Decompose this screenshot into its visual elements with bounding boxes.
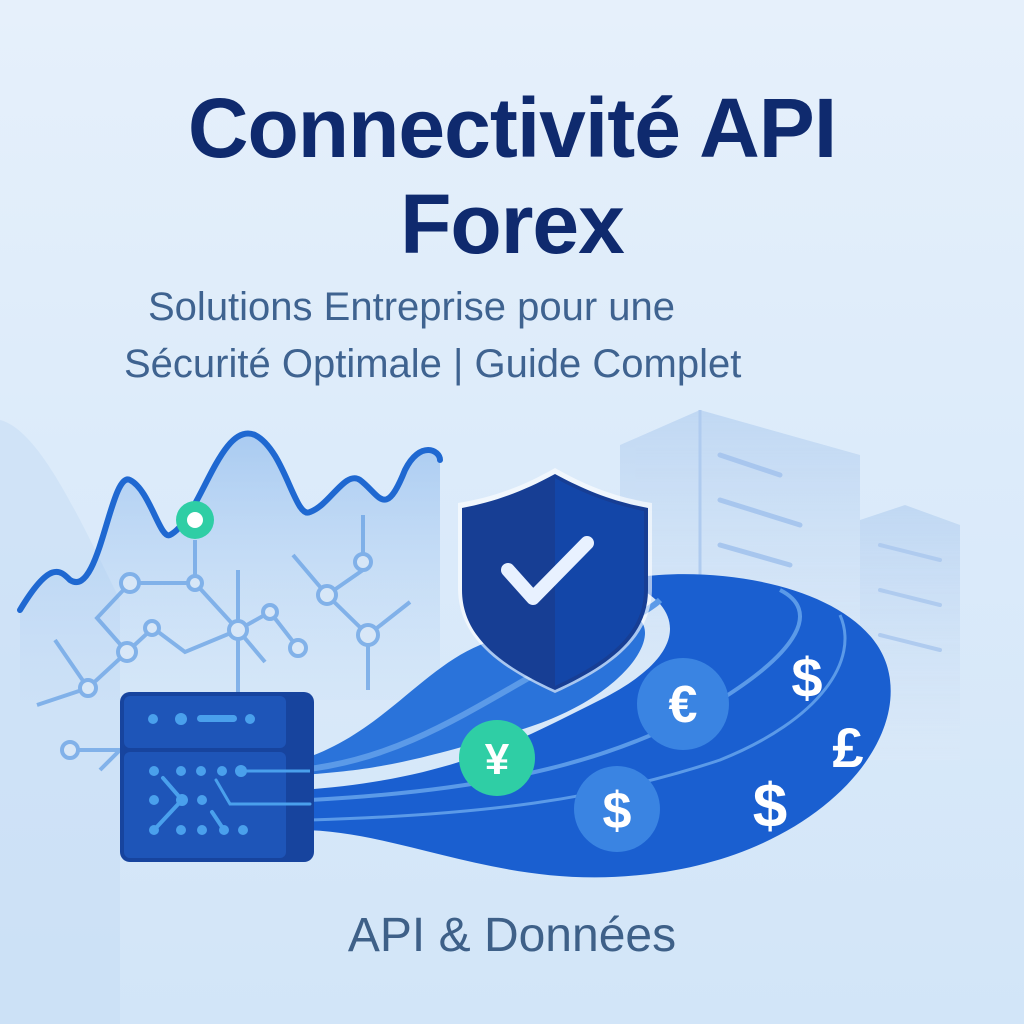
currency-yen-icon: ¥	[459, 720, 535, 796]
footer-label: API & Données	[347, 909, 677, 962]
line-chart-icon	[17, 430, 443, 700]
shield-check-icon	[458, 468, 652, 693]
currency-euro-icon: €	[637, 658, 729, 750]
subtitle-line-1: Solutions Entreprise pour une	[148, 285, 675, 329]
svg-text:€: €	[669, 676, 698, 734]
currency-dollar-circle-icon: $	[574, 766, 660, 852]
svg-text:$: $	[603, 782, 632, 840]
currency-dollar-icon-small: $	[791, 646, 822, 709]
subtitle-line-2: Sécurité Optimale | Guide Complet	[124, 342, 742, 386]
page-title-line-1: Connectivité API	[187, 81, 837, 175]
page-title-line-2: Forex	[400, 177, 625, 271]
currency-pound-icon: £	[832, 716, 863, 779]
currency-dollar-icon: $	[753, 772, 787, 841]
svg-text:¥: ¥	[485, 735, 510, 784]
network-graph-icon	[36, 515, 412, 772]
server-rack-icon	[120, 692, 314, 862]
